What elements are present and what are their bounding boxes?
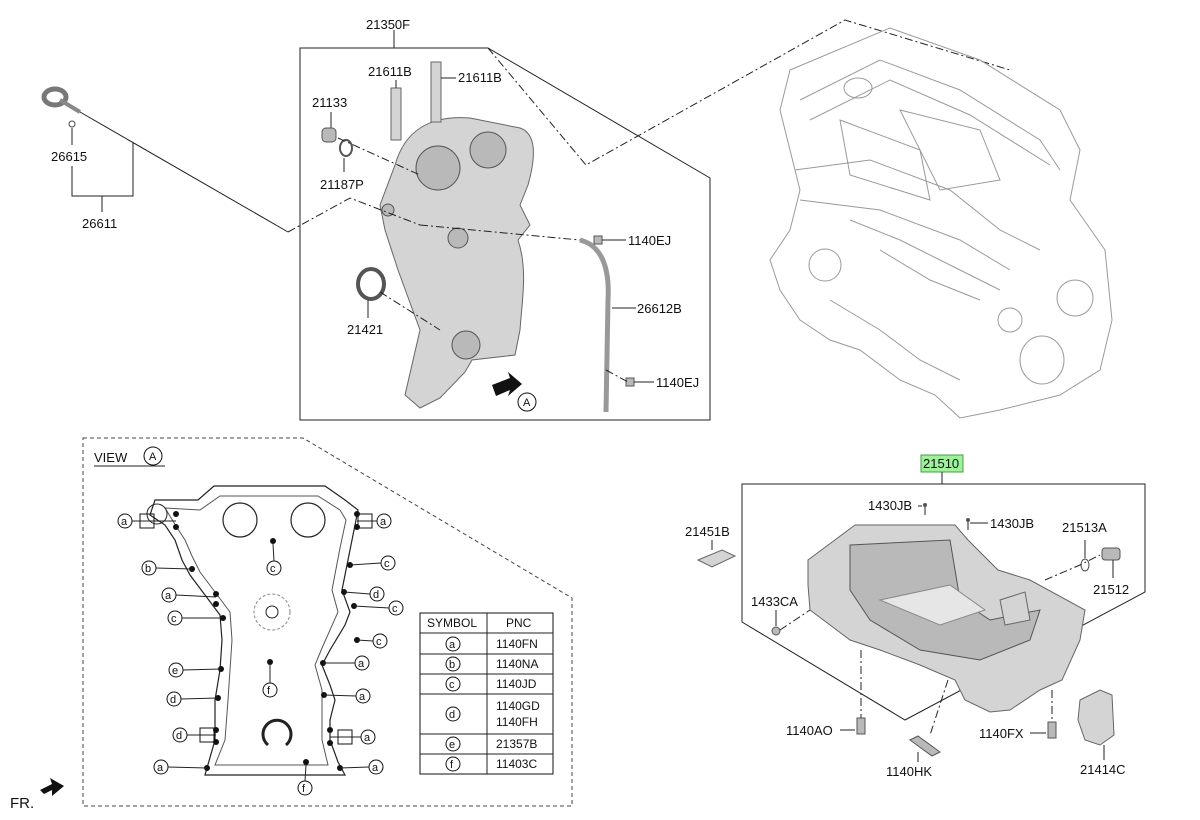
plug-21133 [321, 127, 337, 143]
svg-text:c: c [376, 636, 382, 648]
stud-21611B-left [390, 87, 402, 141]
stud-21611B-right [430, 61, 442, 123]
label-21350F[interactable]: 21350F [366, 17, 410, 32]
svg-text:e: e [172, 665, 178, 677]
plug-1433CA [771, 626, 781, 636]
table-pnc[interactable]: 1140GD [496, 699, 540, 713]
label-26612B[interactable]: 26612B [637, 301, 682, 316]
label-1433CA[interactable]: 1433CA [751, 594, 798, 609]
symbol-table: SYMBOL PNC a b c d e f 1140FN 1140NA 114… [419, 612, 554, 775]
label-21611B-2[interactable]: 21611B [458, 70, 502, 85]
oring-26615 [68, 120, 76, 128]
table-symbol: d [449, 709, 455, 721]
bolt-1140EJ-upper [593, 235, 603, 245]
label-1140FX[interactable]: 1140FX [979, 726, 1024, 741]
gasket-21451B [696, 549, 737, 568]
view-a-title: VIEW [94, 450, 128, 465]
table-symbol: e [449, 739, 455, 751]
table-pnc[interactable]: 1140NA [496, 657, 538, 671]
svg-text:d: d [170, 694, 176, 706]
table-symbol: f [450, 759, 454, 771]
label-21513A[interactable]: 21513A [1062, 520, 1107, 535]
table-symbol: a [449, 639, 456, 651]
svg-text:d: d [176, 730, 182, 742]
oil-pan-group: 21510 1430JB 1430JB 21451B 21513A 21512 … [685, 454, 1146, 779]
label-1140HK[interactable]: 1140HK [886, 764, 932, 779]
label-21512[interactable]: 21512 [1093, 582, 1129, 597]
group-frame-21350F [299, 47, 711, 421]
svg-text:a: a [121, 516, 128, 528]
label-1430JB-1[interactable]: 1430JB [868, 498, 912, 513]
oring-21187P [339, 139, 353, 157]
view-a-panel: VIEW A [10, 437, 573, 812]
washer-21513A [1080, 558, 1090, 572]
dipstick-group: 26615 26611 [41, 86, 421, 233]
timing-cover-group: 21350F 21611B 21611B 21133 21187P 21421 [299, 17, 711, 421]
view-a-marker: A [523, 397, 531, 409]
svg-text:a: a [380, 516, 387, 528]
label-21133[interactable]: 21133 [312, 95, 347, 110]
table-header-pnc: PNC [506, 616, 532, 630]
svg-text:c: c [384, 558, 390, 570]
bolt-1140AO [856, 717, 866, 735]
table-pnc[interactable]: 1140JD [496, 677, 537, 691]
label-21510[interactable]: 21510 [923, 456, 959, 471]
view-a-title-circle: A [149, 451, 157, 463]
label-1140EJ-1[interactable]: 1140EJ [628, 233, 671, 248]
svg-text:f: f [267, 685, 271, 697]
svg-text:a: a [359, 691, 366, 703]
bolt-1140HK [909, 735, 941, 757]
svg-text:c: c [392, 603, 398, 615]
front-arrow-icon [40, 778, 64, 796]
svg-text:c: c [270, 563, 276, 575]
table-symbol: b [449, 659, 455, 671]
label-26611[interactable]: 26611 [82, 216, 117, 231]
label-21421[interactable]: 21421 [347, 322, 383, 337]
table-header-symbol: SYMBOL [427, 616, 477, 630]
drain-plug-21512 [1101, 547, 1121, 561]
table-pnc[interactable]: 11403C [496, 757, 537, 771]
label-1430JB-2[interactable]: 1430JB [990, 516, 1034, 531]
dipstick-tube-26612B [579, 237, 611, 413]
table-pnc[interactable]: 1140FN [496, 637, 538, 651]
baffle-21414C [1077, 689, 1115, 746]
svg-text:a: a [358, 658, 365, 670]
dipstick-handle [41, 86, 69, 108]
svg-text:a: a [165, 590, 172, 602]
seal-21421 [356, 267, 386, 301]
svg-text:a: a [372, 762, 379, 774]
engine-assembly-sketch [487, 19, 1113, 419]
view-a-frame [82, 437, 573, 807]
label-21414C[interactable]: 21414C [1080, 762, 1126, 777]
svg-text:a: a [364, 732, 371, 744]
label-1140AO[interactable]: 1140AO [786, 723, 833, 738]
svg-text:c: c [171, 613, 177, 625]
view-a-arrow-icon [492, 372, 522, 396]
svg-text:a: a [157, 762, 164, 774]
svg-text:b: b [145, 563, 151, 575]
label-21187P[interactable]: 21187P [320, 177, 364, 192]
bolt-1140FX [1047, 721, 1057, 739]
table-pnc[interactable]: 1140FH [496, 715, 538, 729]
table-symbol: c [449, 679, 455, 691]
label-21451B[interactable]: 21451B [685, 524, 730, 539]
label-1140EJ-2[interactable]: 1140EJ [656, 375, 699, 390]
svg-text:f: f [302, 783, 306, 795]
label-21611B-1[interactable]: 21611B [368, 64, 412, 79]
table-pnc[interactable]: 21357B [496, 737, 537, 751]
label-26615[interactable]: 26615 [51, 149, 87, 164]
svg-text:d: d [373, 589, 379, 601]
bolt-1140EJ-lower [625, 377, 635, 387]
front-label: FR. [10, 795, 34, 812]
